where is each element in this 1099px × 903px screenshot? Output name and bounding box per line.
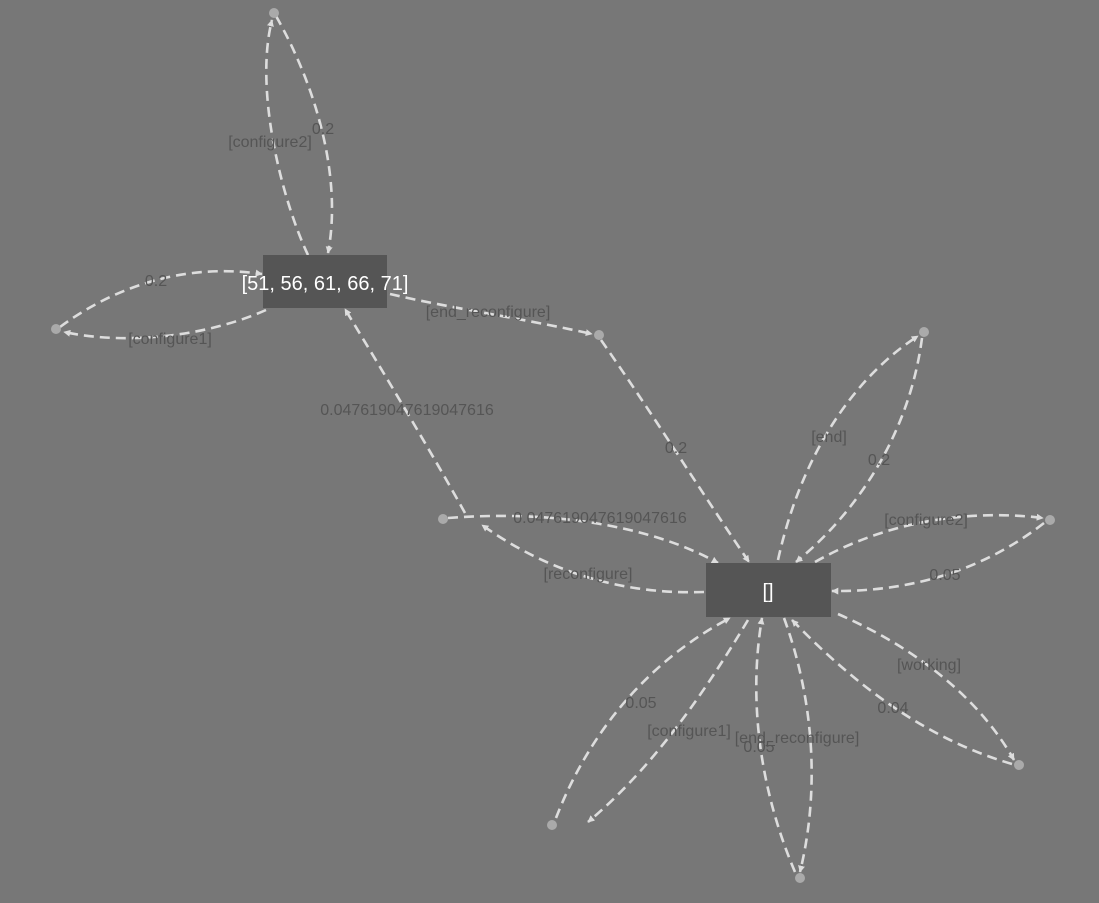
edge-top-dot-to-a (274, 15, 334, 254)
edge-working-dot-to-b (791, 619, 1013, 766)
label-b-to-a-prob-1: 0.047619047619047616 (320, 402, 494, 419)
label-b-to-a-prob-2: 0.047619047619047616 (513, 510, 687, 527)
label-b-end-action: [end] (811, 429, 847, 446)
edge-conf2-dot-to-b (831, 521, 1045, 595)
dot-bottom (795, 873, 805, 883)
edge-b-to-working-dot (837, 612, 1016, 761)
edge-reconf-dot-to-b (447, 514, 719, 565)
label-a-to-b-prob: 0.2 (665, 440, 687, 457)
edge-bottom-dot-to-b (755, 617, 797, 873)
edge-a-to-endreconf-dot (389, 292, 593, 337)
label-b-configure2-prob: 0.05 (929, 567, 960, 584)
label-b-working-action: [working] (897, 657, 961, 674)
dot-configure2 (1045, 515, 1055, 525)
dot-configure1 (547, 820, 557, 830)
edge-a-to-left-dot (63, 308, 267, 340)
dot-end-reconfigure (594, 330, 604, 340)
edge-b-to-configure1-dot (587, 619, 750, 823)
label-b-end-reconfigure-action: [end_reconfigure] (735, 730, 860, 747)
edge-b-to-bottom-dot (782, 617, 813, 873)
edge-b-to-end-dot (776, 334, 919, 561)
label-b-end-reconfigure-prob: 0.05 (743, 739, 774, 756)
label-b-end-prob: 0.2 (868, 452, 890, 469)
label-a-loop-left-action: [configure1] (128, 331, 212, 348)
label-a-to-b-action: [end_reconfigure] (426, 304, 551, 321)
edge-reconf-dot-to-a (343, 308, 467, 514)
dot-working (1014, 760, 1024, 770)
dot-end (919, 327, 929, 337)
edge-a-to-top-dot (265, 19, 310, 256)
label-b-working-prob: 0.04 (877, 700, 908, 717)
edge-configure1-dot-to-b (554, 616, 731, 819)
label-a-loop-top-prob: 0.2 (312, 121, 334, 138)
label-a-loop-top-action: [configure2] (228, 134, 312, 151)
dot-top (269, 8, 279, 18)
label-a-loop-left-prob: 0.2 (145, 273, 167, 290)
state-node-a: [51, 56, 61, 66, 71] (242, 255, 409, 308)
edge-left-dot-to-a (59, 269, 263, 329)
label-b-configure1-prob: 0.05 (625, 695, 656, 712)
dot-reconfigure (438, 514, 448, 524)
state-node-b-label: [] (762, 581, 773, 603)
edge-endreconf-dot-to-b (599, 339, 751, 563)
edge-b-to-conf2-dot (814, 513, 1044, 564)
label-b-configure1-action: [configure1] (647, 723, 731, 740)
dot-left (51, 324, 61, 334)
label-b-to-a-action: [reconfigure] (544, 566, 633, 583)
edge-b-to-reconf-dot (481, 523, 705, 594)
edge-end-dot-to-b (795, 337, 924, 564)
state-node-a-label: [51, 56, 61, 66, 71] (242, 273, 409, 295)
label-b-configure2-action: [configure2] (884, 512, 968, 529)
state-node-b: [] (706, 563, 831, 617)
